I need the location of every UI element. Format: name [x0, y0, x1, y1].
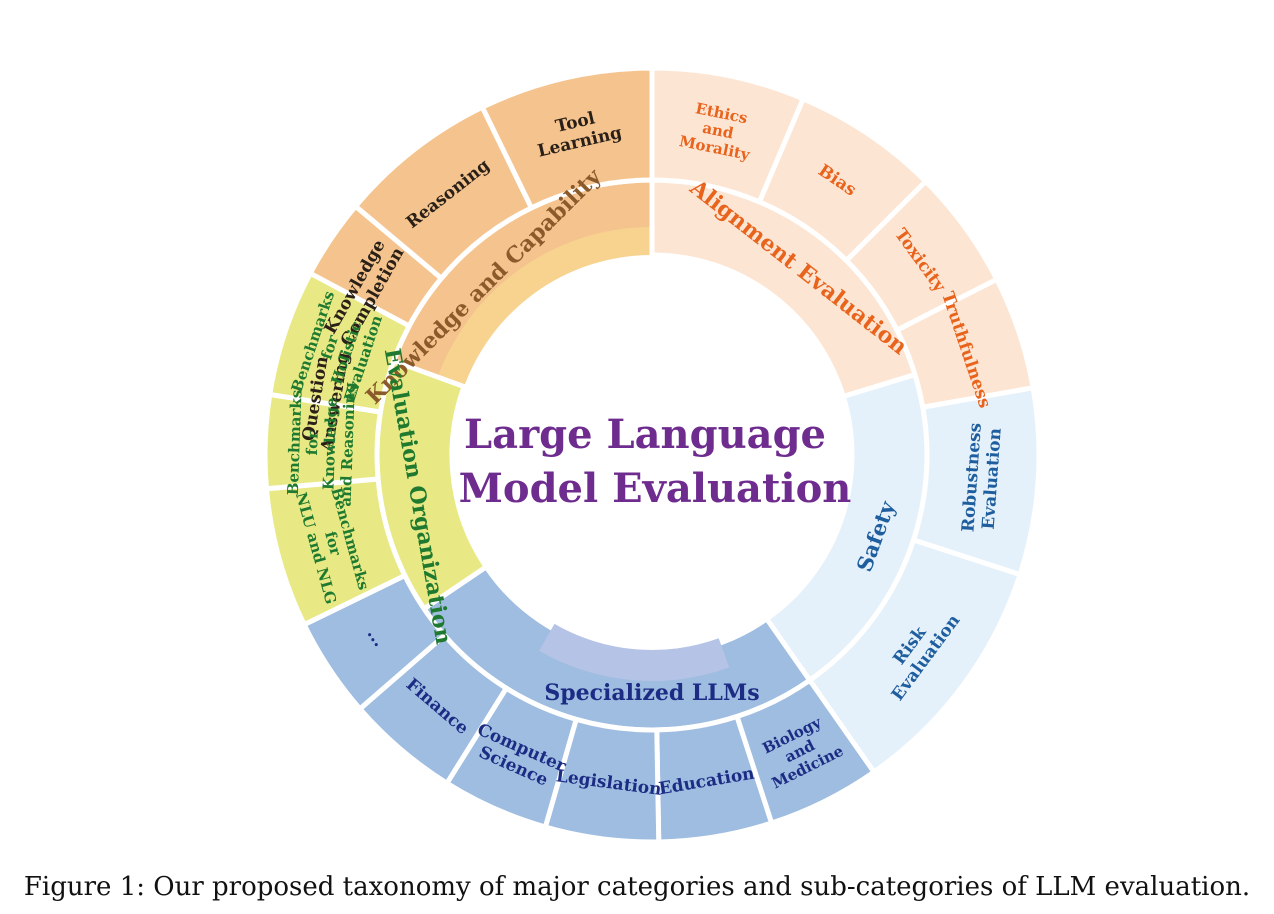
subcategory-label-line: for	[303, 430, 322, 456]
center-title: Large Language Model Evaluation	[459, 411, 852, 512]
category-label-specialized: Specialized LLMs	[544, 680, 759, 706]
subcategory-label-alignment-0: EthicsandMorality	[678, 97, 760, 164]
subcategory-label-line: and	[701, 119, 736, 143]
center-title-line-1: Large Language	[464, 411, 826, 458]
subcategory-label-line: Knowledge	[319, 397, 340, 490]
category-ring	[374, 177, 930, 733]
category-accent-knowledge	[435, 227, 652, 394]
subcategory-ring	[262, 65, 1042, 845]
subcategory-label-line: Benchmarks	[284, 389, 306, 495]
subcategory-label-safety-0: RobustnessEvaluation	[958, 422, 1006, 534]
center-title-line-2: Model Evaluation	[459, 465, 852, 512]
category-accent-specialized	[539, 623, 730, 682]
figure-caption: Figure 1: Our proposed taxonomy of major…	[23, 872, 1251, 902]
subcategory-label-evaluation-1: BenchmarksforKnowledgeand Reasoning	[284, 379, 359, 506]
subcategory-segment-evaluation-2	[267, 270, 412, 415]
subcategory-label-line: and Reasoning	[337, 381, 359, 507]
